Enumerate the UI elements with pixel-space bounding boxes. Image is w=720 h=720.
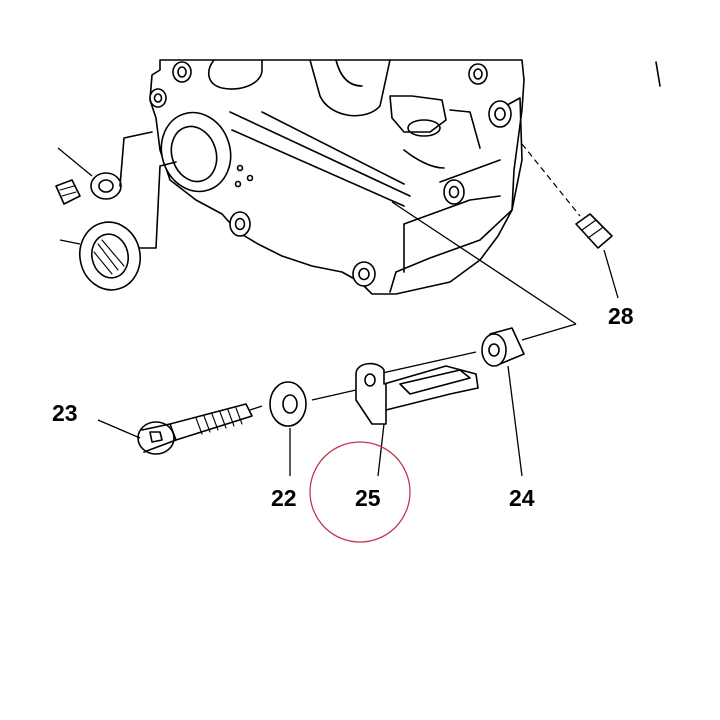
part-label-23: 23 <box>52 400 78 426</box>
highlight-circle <box>309 441 411 543</box>
washer-part-22 <box>269 381 307 476</box>
part-label-24: 24 <box>509 485 535 511</box>
dowel-pin-part-28 <box>521 143 619 299</box>
bracket-part-25 <box>355 362 479 477</box>
part-label-25: 25 <box>355 485 381 511</box>
assembly-axis-lines <box>249 201 577 411</box>
left-side-parts <box>55 131 177 291</box>
part-label-22: 22 <box>271 485 297 511</box>
engine-cover-housing <box>149 59 525 295</box>
spacer-part-24 <box>481 327 525 477</box>
part-label-28: 28 <box>608 303 634 329</box>
bolt-part-23 <box>97 403 253 455</box>
frame-edge-line <box>655 61 661 87</box>
